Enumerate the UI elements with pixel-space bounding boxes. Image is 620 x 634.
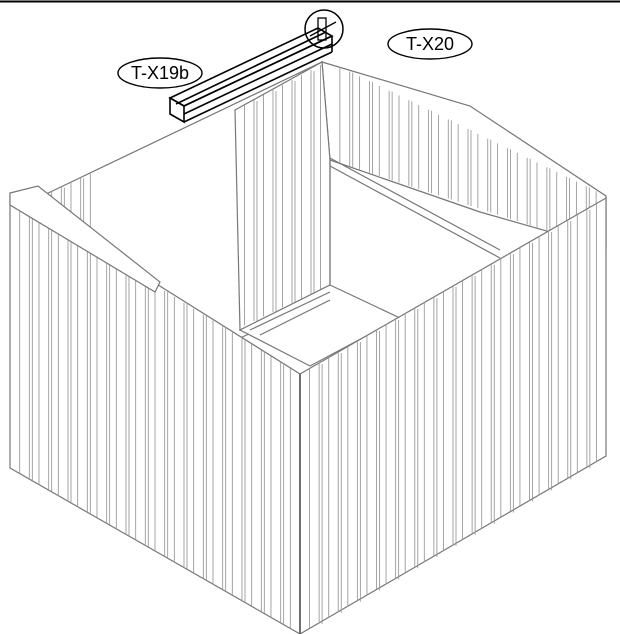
label-t-x20-text: T-X20	[406, 34, 454, 54]
floor-frame	[238, 157, 501, 367]
label-t-x19b: T-X19b	[117, 57, 203, 89]
label-t-x19b-text: T-X19b	[131, 63, 189, 83]
back-right-wall	[234, 61, 607, 331]
beam-t-x19b	[168, 27, 334, 124]
zoom-circle-icon	[304, 9, 344, 49]
front-right-wall	[299, 196, 607, 634]
front-left-wall	[9, 185, 301, 634]
label-t-x20: T-X20	[387, 28, 473, 60]
